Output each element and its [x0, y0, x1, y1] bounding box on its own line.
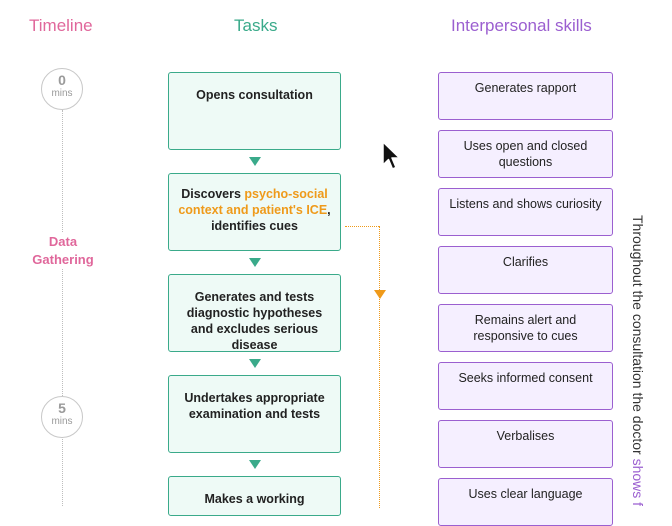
skill-label: Remains alert and responsive to cues [473, 313, 578, 343]
side-note-highlight: shows f [630, 458, 646, 507]
skill-box: Uses clear language [438, 478, 613, 526]
skill-label: Clarifies [502, 255, 549, 269]
phase-label: Data Gathering [22, 233, 104, 269]
skill-label: Uses clear language [468, 487, 583, 501]
skill-box: Generates rapport [438, 72, 613, 120]
task-generates-hypotheses: Generates and tests diagnostic hypothese… [168, 274, 341, 352]
skill-label: Seeks informed consent [458, 371, 593, 385]
ice-connector-horizontal [345, 226, 379, 227]
task-highlight: psycho-social context and patient's ICE [178, 187, 328, 217]
side-note: Throughout the consultation the doctor s… [629, 215, 647, 506]
flow-arrow [249, 460, 261, 469]
task-label-suffix: , identifies cues [211, 203, 331, 233]
tasks-header: Tasks [234, 16, 278, 35]
task-makes-working: Makes a working [168, 476, 341, 516]
skill-box: Clarifies [438, 246, 613, 294]
flow-arrow [249, 258, 261, 267]
time-marker-0: 0 mins [41, 68, 83, 110]
skill-box: Verbalises [438, 420, 613, 468]
task-discovers-context: Discovers psycho-social context and pati… [168, 173, 341, 251]
timeline-header: Timeline [29, 16, 93, 35]
task-label: Opens consultation [196, 88, 313, 102]
skill-box: Remains alert and responsive to cues [438, 304, 613, 352]
skill-box: Listens and shows curiosity [438, 188, 613, 236]
task-label: Makes a working [204, 492, 305, 506]
phase-label-line1: Data [48, 234, 78, 249]
ice-connector-vertical [379, 226, 380, 508]
time-marker-value: 5 [58, 400, 66, 416]
side-note-text: Throughout the consultation the doctor [630, 215, 646, 459]
time-marker-5: 5 mins [41, 396, 83, 438]
skill-label: Listens and shows curiosity [449, 197, 602, 211]
time-marker-value: 0 [58, 72, 66, 88]
mouse-cursor-icon [382, 141, 401, 170]
skill-box: Seeks informed consent [438, 362, 613, 410]
time-marker-unit: mins [51, 88, 73, 99]
task-label: Generates and tests diagnostic hypothese… [186, 290, 323, 352]
flow-arrow [249, 359, 261, 368]
task-label-prefix: Discovers [181, 187, 245, 201]
ice-connector-arrow [374, 290, 386, 299]
skill-label: Uses open and closed questions [463, 139, 588, 169]
task-label: Undertakes appropriate examination and t… [184, 391, 325, 421]
task-opens-consultation: Opens consultation [168, 72, 341, 150]
timeline-line [62, 110, 63, 506]
time-marker-unit: mins [51, 416, 73, 427]
skill-label: Verbalises [496, 429, 555, 443]
skill-box: Uses open and closed questions [438, 130, 613, 178]
skills-header: Interpersonal skills [451, 16, 592, 35]
task-undertakes-examination: Undertakes appropriate examination and t… [168, 375, 341, 453]
skill-label: Generates rapport [474, 81, 577, 95]
flow-arrow [249, 157, 261, 166]
phase-label-line2: Gathering [32, 252, 94, 267]
